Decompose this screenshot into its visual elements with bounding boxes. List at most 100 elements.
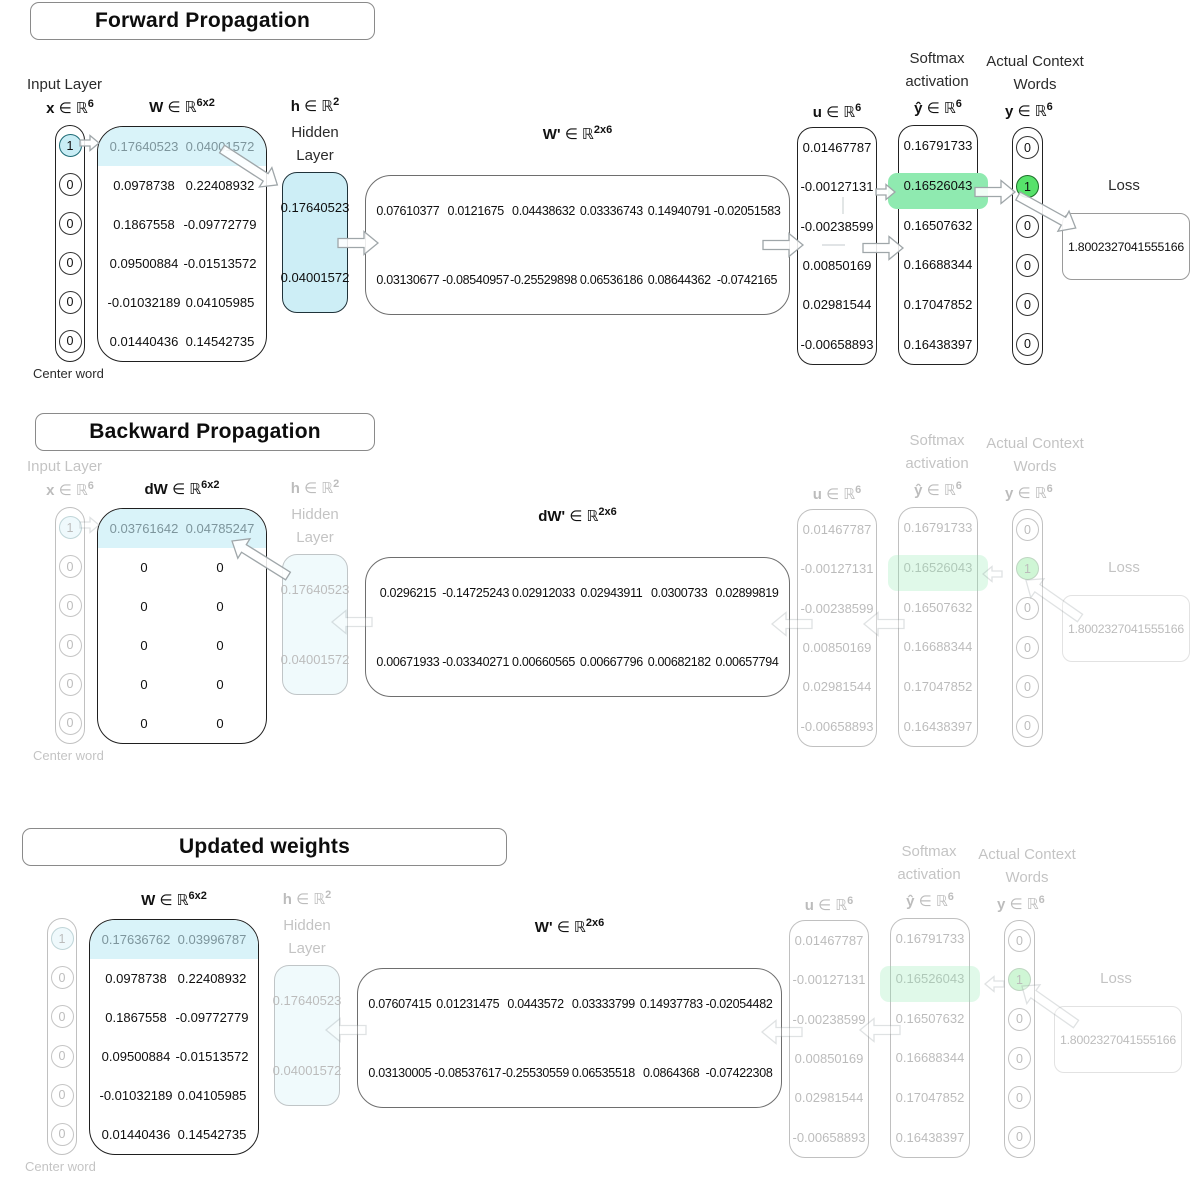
dw-prime-matrix-cell: 0.0300733 (651, 585, 708, 600)
context-vector-cell: 0 (1008, 1086, 1031, 1110)
dw-matrix-label: dW ∈ ℝ6x2 (97, 479, 267, 498)
softmax-vector-cell: 0.17047852 (903, 296, 973, 312)
dw-matrix-cell: 0 (216, 677, 224, 692)
w-matrix-cell: 0.22408932 (185, 178, 255, 193)
w-matrix-cell: 0.04001572 (185, 139, 255, 154)
input-vector-cell: 1 (58, 516, 82, 540)
u-sup: 6 (855, 484, 862, 496)
dw-prime-matrix-cell: 0.00667796 (579, 654, 643, 669)
yhat-sup: 6 (955, 480, 962, 492)
loss-box: 1.8002327041555166 (1062, 595, 1190, 662)
dw-prime-matrix-label: dW' ∈ ℝ2x6 (365, 506, 790, 525)
dw-prime-set: ∈ ℝ (569, 508, 599, 525)
w-matrix-row: 0.1867558-0.09772779 (98, 205, 266, 244)
context-vector-cell: 1 (1008, 968, 1031, 992)
softmax-vector-cell: 0.16791733 (903, 138, 973, 154)
u-set: ∈ ℝ (826, 486, 856, 503)
w-prime-set: ∈ ℝ (564, 126, 594, 143)
loss-value: 1.8002327041555166 (1067, 239, 1185, 254)
x-vector-label: x ∈ ℝ6 (30, 480, 110, 499)
hidden-vector-cell: 0.17640523 (280, 200, 350, 216)
w-var: W (149, 99, 164, 116)
dw-prime-var: dW' (538, 508, 566, 525)
w-prime-matrix-cell: -0.07422308 (705, 1065, 773, 1080)
w-matrix-cell: 0.17636762 (101, 932, 171, 947)
input-vector-cell: 0 (58, 329, 82, 353)
hidden-vector-cell: 0.04001572 (280, 269, 350, 285)
w-prime-matrix-cell: -0.25529898 (510, 272, 578, 287)
y-sup: 6 (1046, 101, 1053, 113)
softmax-vector-cell: 0.17047852 (903, 678, 973, 694)
input-vector-cell: 0 (50, 966, 74, 990)
h-vector-label: h ∈ ℝ2 (282, 478, 348, 497)
score-vector-cell: -0.00658893 (800, 336, 874, 352)
input-vector-cell: 0 (58, 290, 82, 314)
context-vector-cell: 1 (1016, 175, 1039, 199)
dw-prime-matrix-cell: -0.03340271 (442, 654, 510, 669)
center-word-label: Center word (25, 1159, 96, 1174)
softmax-vector-cell: 0.16438397 (895, 1129, 965, 1145)
softmax-highlight (880, 966, 980, 1002)
x-sup: 6 (87, 98, 94, 110)
h-set: ∈ ℝ (296, 891, 326, 908)
w-prime-matrix-cell: 0.06535518 (571, 1065, 635, 1080)
input-vector-cell: 0 (58, 672, 82, 696)
yhat-vector-label: ŷ ∈ ℝ6 (898, 98, 978, 117)
context-vector-cell: 0 (1016, 636, 1039, 660)
w-prime-matrix-label: W' ∈ ℝ2x6 (365, 124, 790, 143)
forward-title: Forward Propagation (95, 9, 310, 32)
input-vector-cell: 0 (58, 633, 82, 657)
yhat-vector-label: ŷ ∈ ℝ6 (890, 891, 970, 910)
dw-matrix-cell: 0 (140, 560, 148, 575)
hidden-vector-cell: 0.04001572 (280, 651, 350, 667)
dw-prime-matrix-cell: 0.00682182 (647, 654, 711, 669)
yhat-set: ∈ ℝ (926, 100, 956, 117)
context-vector-cell: 0 (1008, 1007, 1031, 1031)
dw-matrix-cell: 0 (140, 716, 148, 731)
u-vector-label: u ∈ ℝ6 (789, 895, 869, 914)
w-prime-matrix-cell: 0.07610377 (376, 203, 440, 218)
w-matrix-cell: -0.09772779 (183, 217, 257, 232)
input-layer-label: Input Layer (27, 76, 103, 93)
h-set: ∈ ℝ (304, 98, 334, 115)
w-matrix-cell: -0.01513572 (175, 1049, 249, 1064)
y-var: y (1005, 485, 1014, 502)
y-var: y (1005, 103, 1014, 120)
w-matrix-cell: -0.09772779 (175, 1010, 249, 1025)
w-matrix-row: 0.1867558-0.09772779 (90, 998, 258, 1037)
softmax-vector-cell: 0.16791733 (895, 931, 965, 947)
y-set: ∈ ℝ (1017, 485, 1047, 502)
w-prime-matrix-cell: 0.14940791 (647, 203, 711, 218)
x-var: x (46, 100, 55, 117)
input-vector-cell: 0 (50, 1005, 74, 1029)
yhat-var: ŷ (914, 100, 923, 117)
dw-sup: 6x2 (201, 479, 220, 491)
context-vector-cell: 0 (1016, 714, 1039, 738)
hidden-vector-cell: 0.04001572 (272, 1062, 342, 1078)
input-vector-cell: 0 (58, 555, 82, 579)
dw-matrix-cell: 0 (216, 716, 224, 731)
input-vector-cell: 0 (58, 173, 82, 197)
dw-prime-matrix-cell: 0.00660565 (512, 654, 576, 669)
w-sup: 6x2 (188, 890, 207, 902)
softmax-highlight (888, 555, 988, 591)
softmax-vector-cell: 0.16791733 (903, 520, 973, 536)
score-vector-cell: 0.02981544 (802, 297, 872, 313)
w-matrix-cell: 0.0978738 (113, 178, 175, 193)
y-set: ∈ ℝ (1017, 103, 1047, 120)
score-vector-cell: -0.00238599 (792, 1011, 866, 1027)
